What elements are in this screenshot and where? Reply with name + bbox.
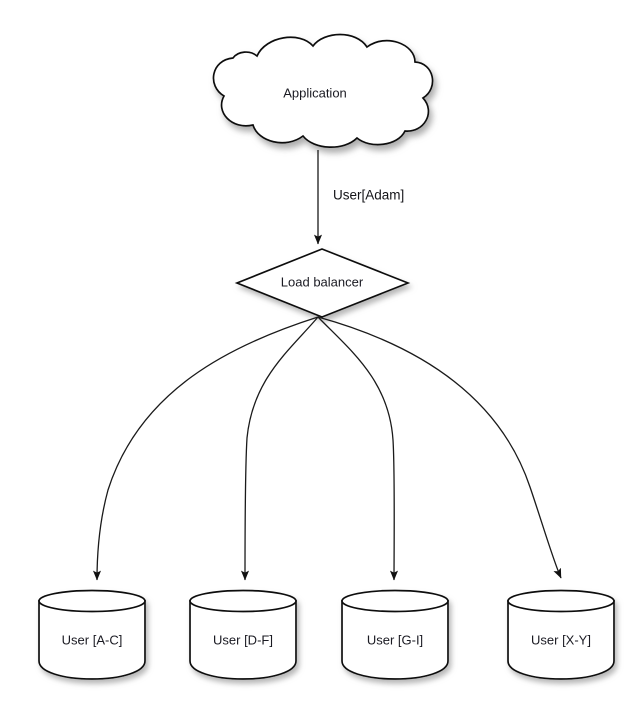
edge-application-to-balancer: User[Adam] [313, 150, 404, 245]
database-label-a-c: User [A-C] [62, 632, 123, 647]
cylinder-body-d-f [189, 600, 297, 680]
edge-balancer-to-db-1 [240, 316, 319, 581]
edge-balancer-to-db-2 [317, 316, 399, 581]
edges-balancer-to-databases [92, 316, 562, 581]
cloud-shape [212, 33, 434, 148]
database-label-g-i: User [G-I] [367, 632, 423, 647]
node-database-a-c[interactable]: User [A-C] [38, 589, 146, 680]
cylinder-top-g-i [341, 589, 449, 613]
node-load-balancer[interactable]: Load balancer [234, 248, 411, 318]
cylinder-top-d-f [189, 589, 297, 613]
diamond-shape [234, 248, 411, 318]
node-application-cloud[interactable]: Application [212, 33, 434, 148]
node-database-x-y[interactable]: User [X-Y] [507, 589, 615, 680]
node-database-d-f[interactable]: User [D-F] [189, 589, 297, 680]
cylinder-body-g-i [341, 600, 449, 680]
cylinder-top-a-c [38, 589, 146, 613]
cylinder-body-a-c [38, 600, 146, 680]
database-label-x-y: User [X-Y] [531, 632, 591, 647]
node-database-g-i[interactable]: User [G-I] [341, 589, 449, 680]
cloud-label: Application [283, 85, 347, 100]
edge-label-user-adam: User[Adam] [333, 188, 404, 203]
cylinder-top-x-y [507, 589, 615, 613]
edge-balancer-to-db-3 [317, 316, 562, 579]
load-balancer-label: Load balancer [281, 274, 364, 289]
cylinder-body-x-y [507, 600, 615, 680]
database-label-d-f: User [D-F] [213, 632, 273, 647]
edge-balancer-to-db-0 [92, 316, 319, 581]
